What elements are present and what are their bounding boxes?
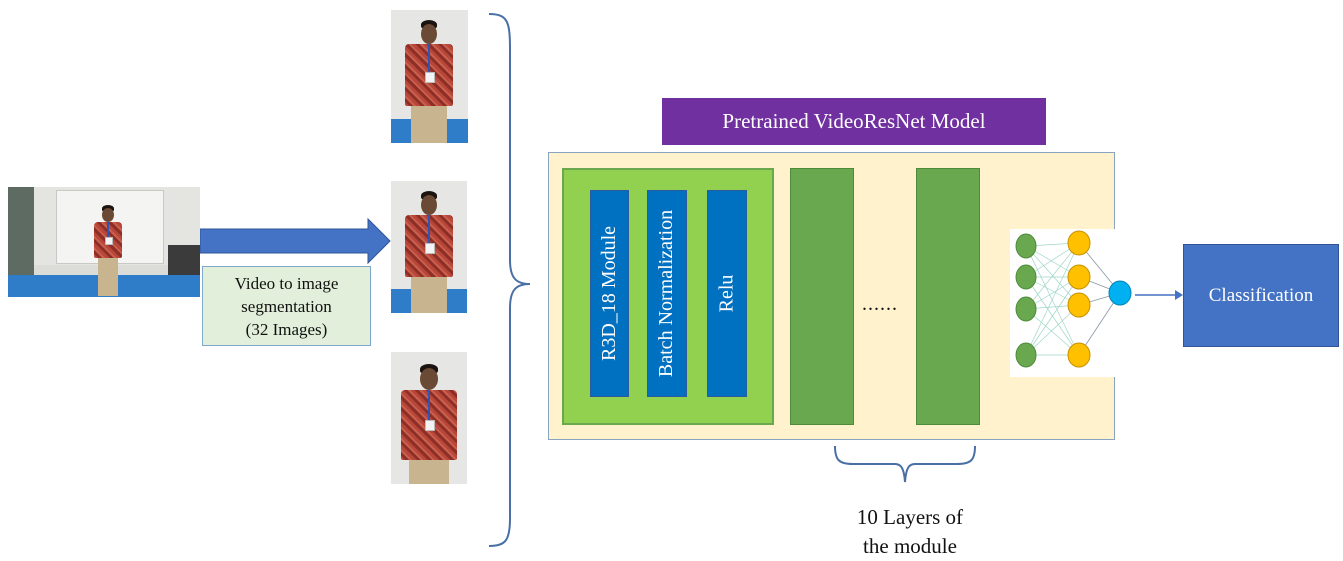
batch-norm-block: Batch Normalization: [647, 190, 687, 397]
segmentation-caption: Video to image segmentation (32 Images): [202, 266, 371, 346]
r3d-module-label: R3D_18 Module: [598, 226, 620, 361]
frame-photo-2: [391, 181, 467, 313]
model-title: Pretrained VideoResNet Model: [662, 98, 1046, 145]
layer-block-10: [916, 168, 980, 425]
output-arrow-icon: [1135, 290, 1183, 300]
relu-block: Relu: [707, 190, 747, 397]
layers-note-line-2: the module: [863, 534, 957, 558]
caption-line-2: segmentation: [241, 296, 332, 316]
frame-photo-1: [391, 10, 468, 143]
caption-line-3: (32 Images): [245, 319, 328, 339]
layers-brace-icon: [834, 445, 976, 483]
neural-network-icon: [1010, 229, 1134, 377]
frame-photo-3: [391, 352, 467, 484]
classification-box: Classification: [1183, 244, 1339, 347]
caption-line-1: Video to image: [234, 273, 339, 293]
source-video-photo: [8, 187, 200, 297]
layer-block-2: [790, 168, 854, 425]
relu-label: Relu: [715, 274, 738, 313]
r3d-module-block: R3D_18 Module: [590, 190, 629, 397]
curly-brace-icon: [488, 13, 531, 547]
layers-note: 10 Layers of the module: [820, 503, 1000, 561]
ellipsis: ......: [862, 293, 898, 315]
layers-note-line-1: 10 Layers of: [856, 505, 964, 529]
batch-norm-label: Batch Normalization: [655, 209, 678, 378]
right-arrow: [200, 218, 391, 264]
